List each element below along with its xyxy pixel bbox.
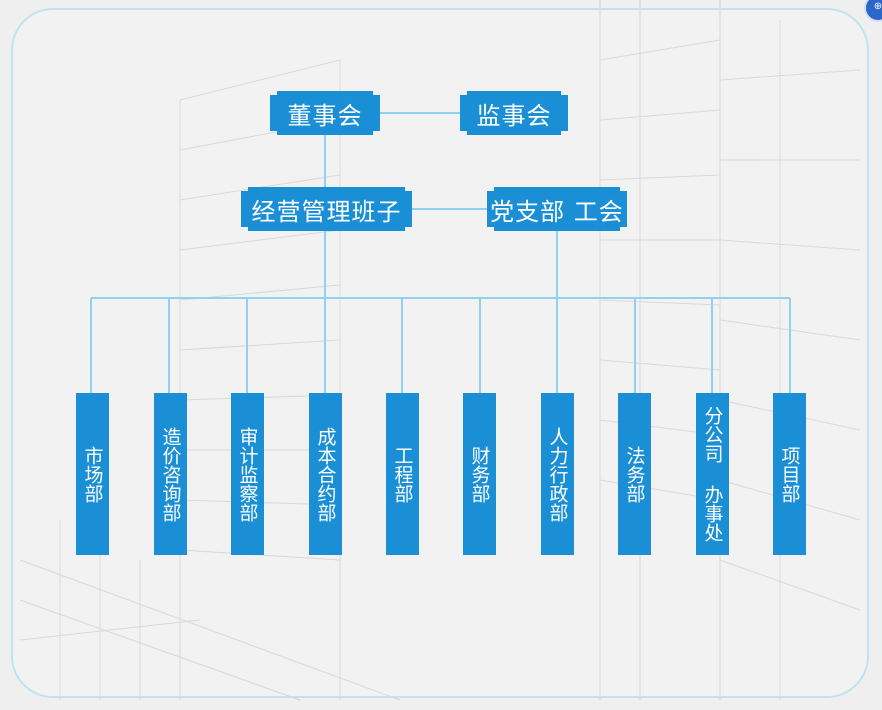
dept-node: 人力行政部 bbox=[541, 393, 574, 555]
dept-node: 市场部 bbox=[76, 393, 109, 555]
diagram-frame bbox=[11, 8, 869, 698]
party-union-node: 党支部 工会 bbox=[487, 187, 627, 231]
dept-node: 项目部 bbox=[773, 393, 806, 555]
circle-badge-icon[interactable]: ⊕ bbox=[864, 0, 882, 22]
board-node: 董事会 bbox=[270, 91, 380, 135]
supervisors-node: 监事会 bbox=[460, 91, 568, 135]
dept-node: 成本合约部 bbox=[309, 393, 342, 555]
dept-node: 财务部 bbox=[463, 393, 496, 555]
management-node: 经营管理班子 bbox=[241, 187, 412, 231]
dept-node: 工程部 bbox=[386, 393, 419, 555]
dept-node: 造价咨询部 bbox=[154, 393, 187, 555]
dept-node: 法务部 bbox=[618, 393, 651, 555]
dept-node: 审计监察部 bbox=[231, 393, 264, 555]
dept-node: 分公司 办事处 bbox=[696, 393, 729, 555]
